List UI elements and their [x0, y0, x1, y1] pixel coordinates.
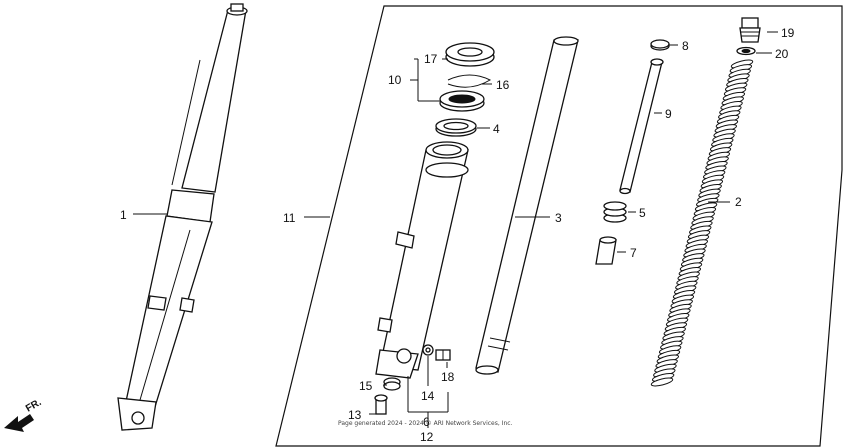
- dust-seal[interactable]: [445, 42, 495, 67]
- callout-18: 18: [441, 370, 455, 384]
- callout-2: 2: [735, 195, 742, 209]
- washer-14[interactable]: [422, 344, 434, 356]
- callout-13: 13: [348, 408, 362, 422]
- direction-label: FR.: [24, 397, 44, 415]
- callout-6: 6: [423, 415, 430, 429]
- callout-labels: 1 2 3 4 5 6 7 8 9 10 11 12 13 14 15 16 1…: [120, 26, 795, 444]
- fork-bolt[interactable]: [739, 17, 761, 43]
- callout-1: 1: [120, 208, 127, 222]
- callout-10: 10: [388, 73, 402, 87]
- callout-7: 7: [630, 246, 637, 260]
- callout-15: 15: [359, 379, 373, 393]
- callout-8: 8: [682, 39, 689, 53]
- back-up-ring[interactable]: [435, 118, 477, 137]
- copyright-notice: Page generated 2024 - 2024 © ARI Network…: [338, 420, 513, 427]
- callout-11: 11: [283, 211, 296, 225]
- fork-slider[interactable]: [375, 141, 469, 379]
- oil-lock-piece[interactable]: [595, 236, 617, 265]
- fork-pipe[interactable]: [475, 36, 579, 375]
- spring-coil: [650, 377, 674, 387]
- fork-piston[interactable]: [619, 58, 664, 195]
- o-ring[interactable]: [736, 46, 756, 56]
- fork-assembly-complete[interactable]: [117, 3, 248, 431]
- callout-14: 14: [421, 389, 435, 403]
- callout-12: 12: [420, 430, 434, 444]
- oil-seal[interactable]: [439, 90, 485, 112]
- callout-20: 20: [775, 47, 789, 61]
- piston-ring[interactable]: [650, 39, 670, 51]
- callout-4: 4: [493, 122, 500, 136]
- leader-lines: [133, 31, 778, 428]
- rebound-spring[interactable]: [603, 201, 627, 223]
- socket-bolt[interactable]: [374, 394, 388, 415]
- callout-19: 19: [781, 26, 795, 40]
- sealing-washer[interactable]: [383, 377, 401, 391]
- fork-spring[interactable]: [650, 58, 754, 387]
- callout-16: 16: [496, 78, 510, 92]
- front-direction-arrow: FR.: [4, 397, 44, 432]
- callout-17: 17: [424, 52, 438, 66]
- callout-9: 9: [665, 107, 672, 121]
- stop-ring[interactable]: [447, 74, 492, 88]
- drain-bolt[interactable]: [435, 349, 451, 361]
- callout-3: 3: [555, 211, 562, 225]
- callout-5: 5: [639, 206, 646, 220]
